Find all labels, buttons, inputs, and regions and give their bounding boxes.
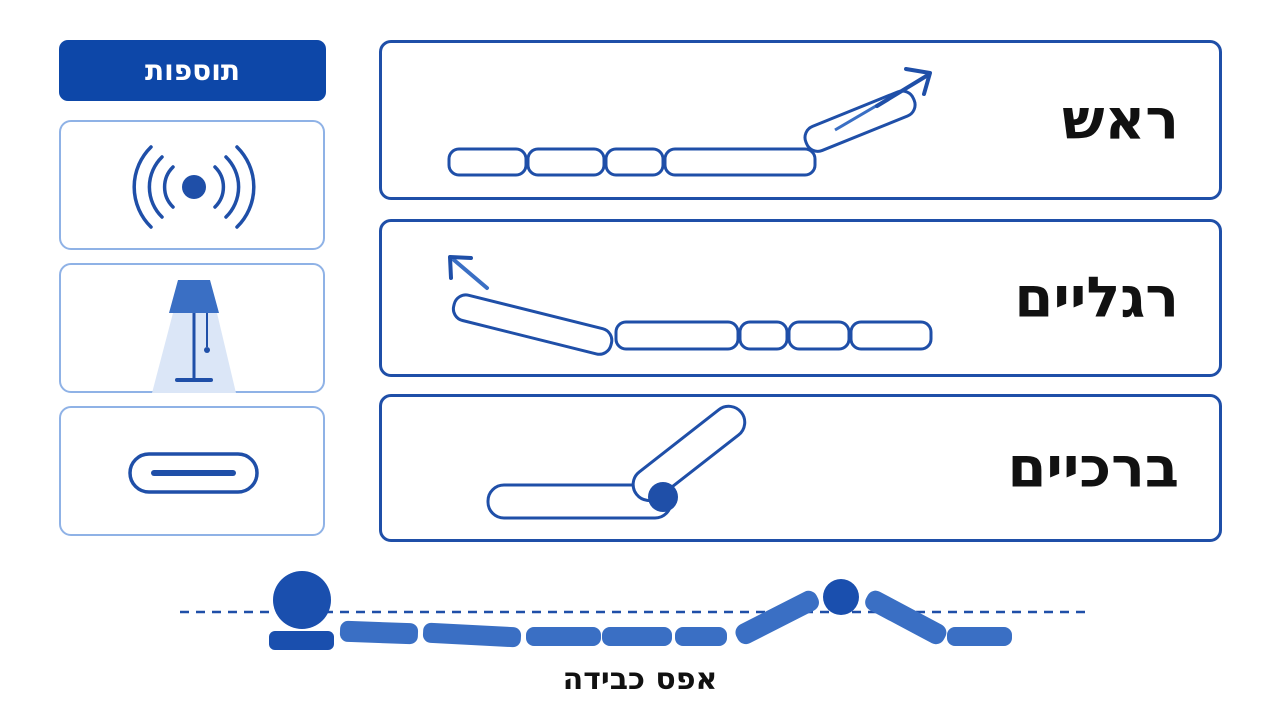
head-raise-arrow-icon xyxy=(447,67,932,177)
position-label-head: ראש xyxy=(1062,87,1179,153)
position-panel-knees[interactable]: ברכיים xyxy=(379,394,1222,542)
addon-card-massage[interactable] xyxy=(59,120,325,250)
knee-bend-icon xyxy=(486,404,747,520)
under-bed-lamp-icon xyxy=(152,280,236,393)
massage-vibration-icon xyxy=(132,145,256,229)
zero-gravity-figure-icon xyxy=(180,571,1086,650)
position-panel-legs[interactable]: רגליים xyxy=(379,219,1222,377)
position-label-legs: רגליים xyxy=(1014,265,1179,331)
addon-card-usb[interactable] xyxy=(59,406,325,536)
zero-gravity-label: אפס כבידה xyxy=(562,662,718,697)
addon-card-lamp[interactable] xyxy=(59,263,325,393)
legs-raise-arrow-icon xyxy=(448,255,933,356)
addons-header: תוספות xyxy=(59,40,326,101)
position-panel-head[interactable]: ראש xyxy=(379,40,1222,200)
usb-port-icon xyxy=(128,452,259,494)
position-label-knees: ברכיים xyxy=(1007,435,1179,501)
